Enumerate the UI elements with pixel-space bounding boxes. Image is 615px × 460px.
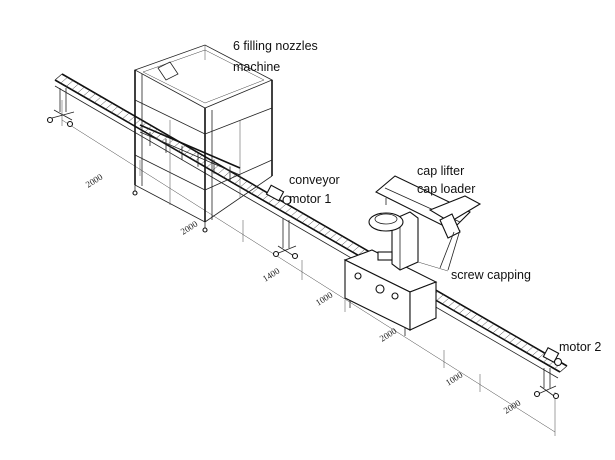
dimension-label: 1000 xyxy=(314,289,335,307)
component-labels: 6 filling nozzles machine cap lifter cap… xyxy=(233,39,601,354)
dimension-label: 1000 xyxy=(444,369,465,387)
cap-lifter-label: cap lifter xyxy=(417,164,464,178)
conveyor-motor-label-line1: conveyor xyxy=(289,173,340,187)
leader-lines xyxy=(417,261,449,272)
conveyor-stand-right xyxy=(533,368,560,400)
conveyor-motor-label-line2: motor 1 xyxy=(289,192,331,206)
screw-capping-machine xyxy=(343,175,482,336)
conveyor-motor-1 xyxy=(265,184,292,205)
conveyor-stand-middle xyxy=(272,218,299,260)
filling-machine xyxy=(132,44,273,233)
dimension-label: 2000 xyxy=(84,171,105,189)
filling-machine-label-line2: machine xyxy=(233,60,280,74)
dimension-label: 1400 xyxy=(261,265,282,283)
dimension-lines xyxy=(61,100,556,436)
conveyor-stand-left xyxy=(46,88,75,128)
conveyor-motor-2 xyxy=(542,347,563,367)
motor-2-label: motor 2 xyxy=(559,340,601,354)
screw-capping-label: screw capping xyxy=(451,268,531,282)
conveyor-belt xyxy=(54,73,568,379)
dimension-label: 2000 xyxy=(179,218,200,236)
dimension-label: 2000 xyxy=(378,325,399,343)
filling-machine-label-line1: 6 filling nozzles xyxy=(233,39,318,53)
cap-loader-label: cap loader xyxy=(417,182,475,196)
